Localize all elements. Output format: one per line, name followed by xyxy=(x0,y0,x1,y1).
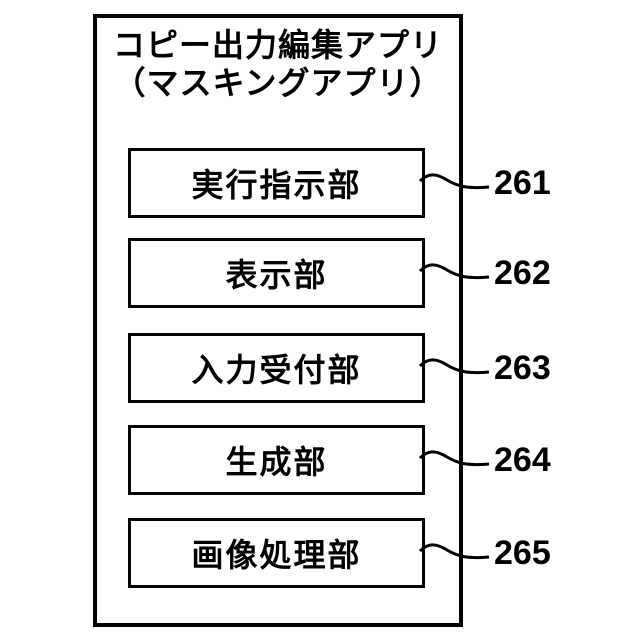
component-row-display: 表示部 262 xyxy=(128,238,640,308)
reference-number: 262 xyxy=(494,254,551,292)
reference-connector-line xyxy=(418,263,490,280)
component-box-image-processing: 画像処理部 xyxy=(128,518,425,588)
component-box-execution-instruction: 実行指示部 xyxy=(128,148,425,218)
component-label: 入力受付部 xyxy=(191,352,362,388)
component-box-input-reception: 入力受付部 xyxy=(128,333,425,403)
component-row-input-reception: 入力受付部 263 xyxy=(128,333,640,403)
component-label: 表示部 xyxy=(225,257,328,293)
component-label: 生成部 xyxy=(225,444,328,480)
reference-connector-line xyxy=(418,543,490,560)
app-title: コピー出力編集アプリ （マスキングアプリ） xyxy=(97,26,459,102)
reference-number: 264 xyxy=(494,441,551,479)
component-label: 画像処理部 xyxy=(191,537,362,573)
component-label: 実行指示部 xyxy=(191,167,362,203)
app-title-line2: （マスキングアプリ） xyxy=(113,65,443,101)
reference-number: 261 xyxy=(494,164,551,202)
reference-connector-line xyxy=(418,450,490,467)
component-row-execution-instruction: 実行指示部 261 xyxy=(128,148,640,218)
component-box-generation: 生成部 xyxy=(128,425,425,495)
component-row-image-processing: 画像処理部 265 xyxy=(128,518,640,588)
component-box-display: 表示部 xyxy=(128,238,425,308)
app-title-line1: コピー出力編集アプリ xyxy=(112,27,443,63)
reference-connector-line xyxy=(418,358,490,375)
reference-number: 265 xyxy=(494,534,551,572)
component-row-generation: 生成部 264 xyxy=(128,425,640,495)
reference-connector-line xyxy=(418,173,490,190)
reference-number: 263 xyxy=(494,349,551,387)
